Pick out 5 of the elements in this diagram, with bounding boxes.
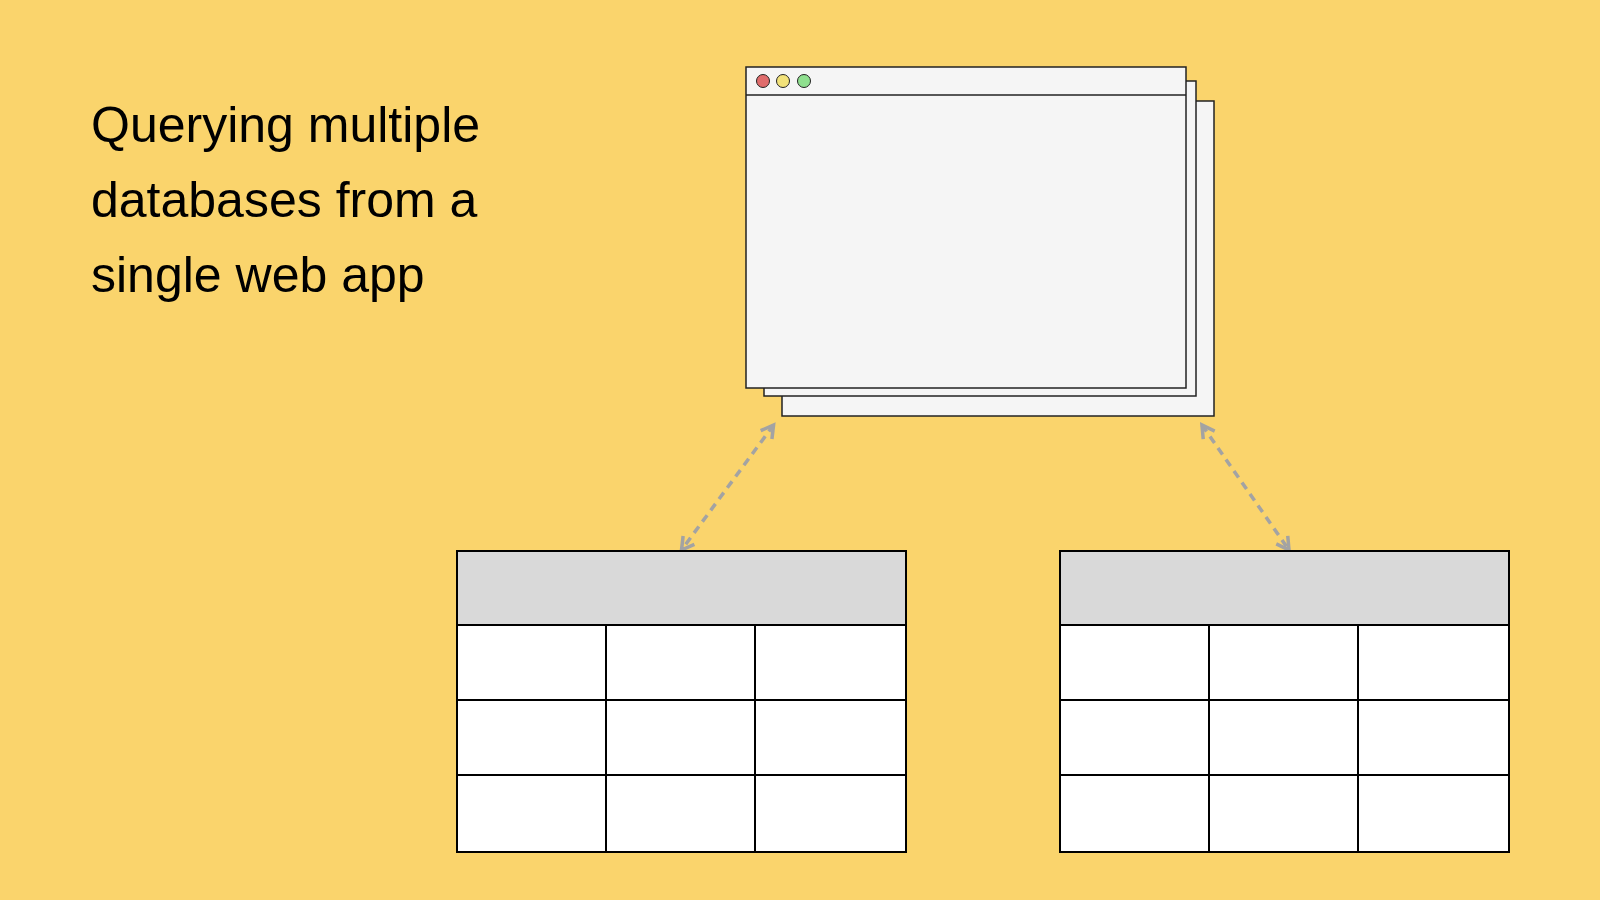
database-table-drawing [456,550,907,853]
double-arrow [1200,423,1291,552]
database-table-drawing [1059,550,1510,853]
title: Querying multiple databases from a single web app [91,96,482,305]
double-arrow [679,423,776,552]
